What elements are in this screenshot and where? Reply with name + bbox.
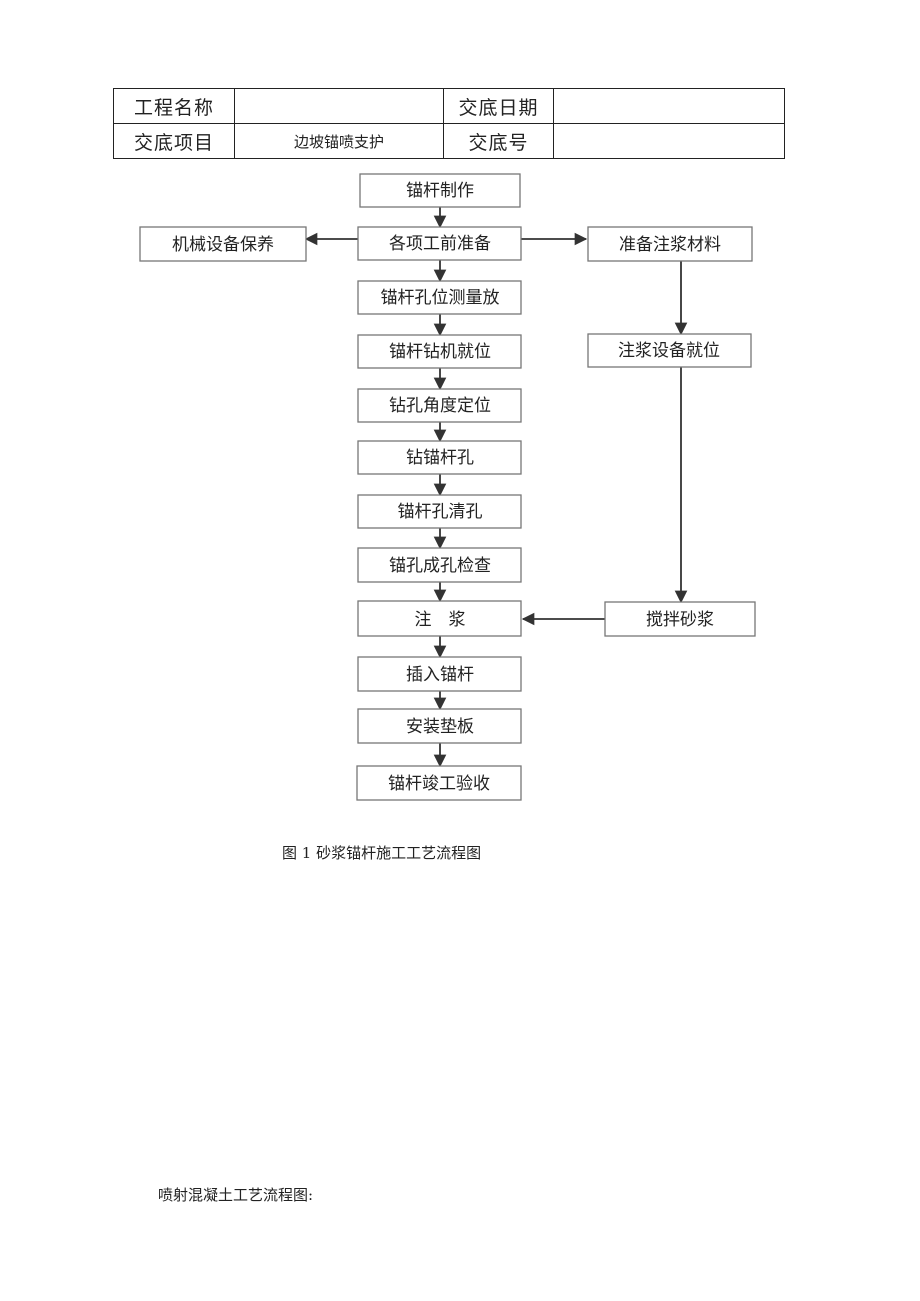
node-grouting: 注 浆	[357, 600, 522, 637]
node-mix-mortar: 搅拌砂浆	[604, 601, 756, 637]
date-value	[553, 88, 785, 124]
node-hole-cleaning: 锚杆孔清孔	[357, 494, 522, 529]
node-insert-anchor: 插入锚杆	[357, 656, 522, 692]
node-drill-angle: 钻孔角度定位	[357, 388, 522, 423]
item-value: 边坡锚喷支护	[234, 123, 444, 159]
header-row-2: 交底项目 边坡锚喷支护 交底号	[113, 123, 785, 159]
node-drill-hole: 钻锚杆孔	[357, 440, 522, 475]
node-install-plate: 安装垫板	[357, 708, 522, 744]
figure-caption: 图 1 砂浆锚杆施工工艺流程图	[282, 844, 482, 862]
svg-text:锚杆制作: 锚杆制作	[406, 181, 474, 201]
svg-text:钻孔角度定位: 钻孔角度定位	[389, 396, 491, 416]
node-hole-inspection: 锚孔成孔检查	[357, 547, 522, 583]
svg-text:锚杆孔位测量放: 锚杆孔位测量放	[381, 288, 500, 308]
svg-text:锚杆竣工验收: 锚杆竣工验收	[388, 774, 490, 794]
flow-edges	[304, 207, 688, 768]
project-name-value	[234, 88, 444, 124]
svg-text:锚孔成孔检查: 锚孔成孔检查	[389, 556, 491, 576]
svg-text:插入锚杆: 插入锚杆	[406, 665, 474, 685]
svg-text:注浆设备就位: 注浆设备就位	[618, 341, 720, 361]
project-name-label: 工程名称	[113, 88, 235, 124]
section-heading-shotcrete: 喷射混凝土工艺流程图:	[158, 1186, 314, 1204]
node-hole-survey: 锚杆孔位测量放	[357, 280, 522, 315]
svg-text:搅拌砂浆: 搅拌砂浆	[646, 610, 714, 630]
svg-text:准备注浆材料: 准备注浆材料	[619, 235, 721, 255]
node-preparation: 各项工前准备	[357, 226, 522, 261]
svg-text:安装垫板: 安装垫板	[406, 717, 474, 737]
disclosure-header-table: 工程名称 交底日期 交底项目 边坡锚喷支护 交底号	[113, 88, 785, 159]
node-grout-equipment: 注浆设备就位	[587, 333, 752, 368]
svg-text:各项工前准备: 各项工前准备	[389, 234, 491, 254]
svg-text:钻锚杆孔: 钻锚杆孔	[406, 448, 474, 468]
node-anchor-fabrication: 锚杆制作	[359, 173, 521, 208]
svg-text:注 浆: 注 浆	[415, 610, 466, 630]
node-machinery-maintenance: 机械设备保养	[139, 226, 307, 262]
svg-text:机械设备保养: 机械设备保养	[172, 235, 274, 255]
node-drill-rig-setup: 锚杆钻机就位	[357, 334, 522, 369]
item-label: 交底项目	[113, 123, 235, 159]
number-label: 交底号	[443, 123, 554, 159]
node-acceptance: 锚杆竣工验收	[356, 765, 522, 801]
node-grout-materials: 准备注浆材料	[587, 226, 753, 262]
anchor-process-flowchart: 锚杆制作 各项工前准备 机械设备保养 准备注浆材料 锚杆孔位测量放 锚杆钻机就位…	[139, 173, 756, 801]
svg-text:锚杆孔清孔: 锚杆孔清孔	[398, 502, 483, 522]
svg-text:锚杆钻机就位: 锚杆钻机就位	[389, 342, 491, 362]
number-value	[553, 123, 785, 159]
